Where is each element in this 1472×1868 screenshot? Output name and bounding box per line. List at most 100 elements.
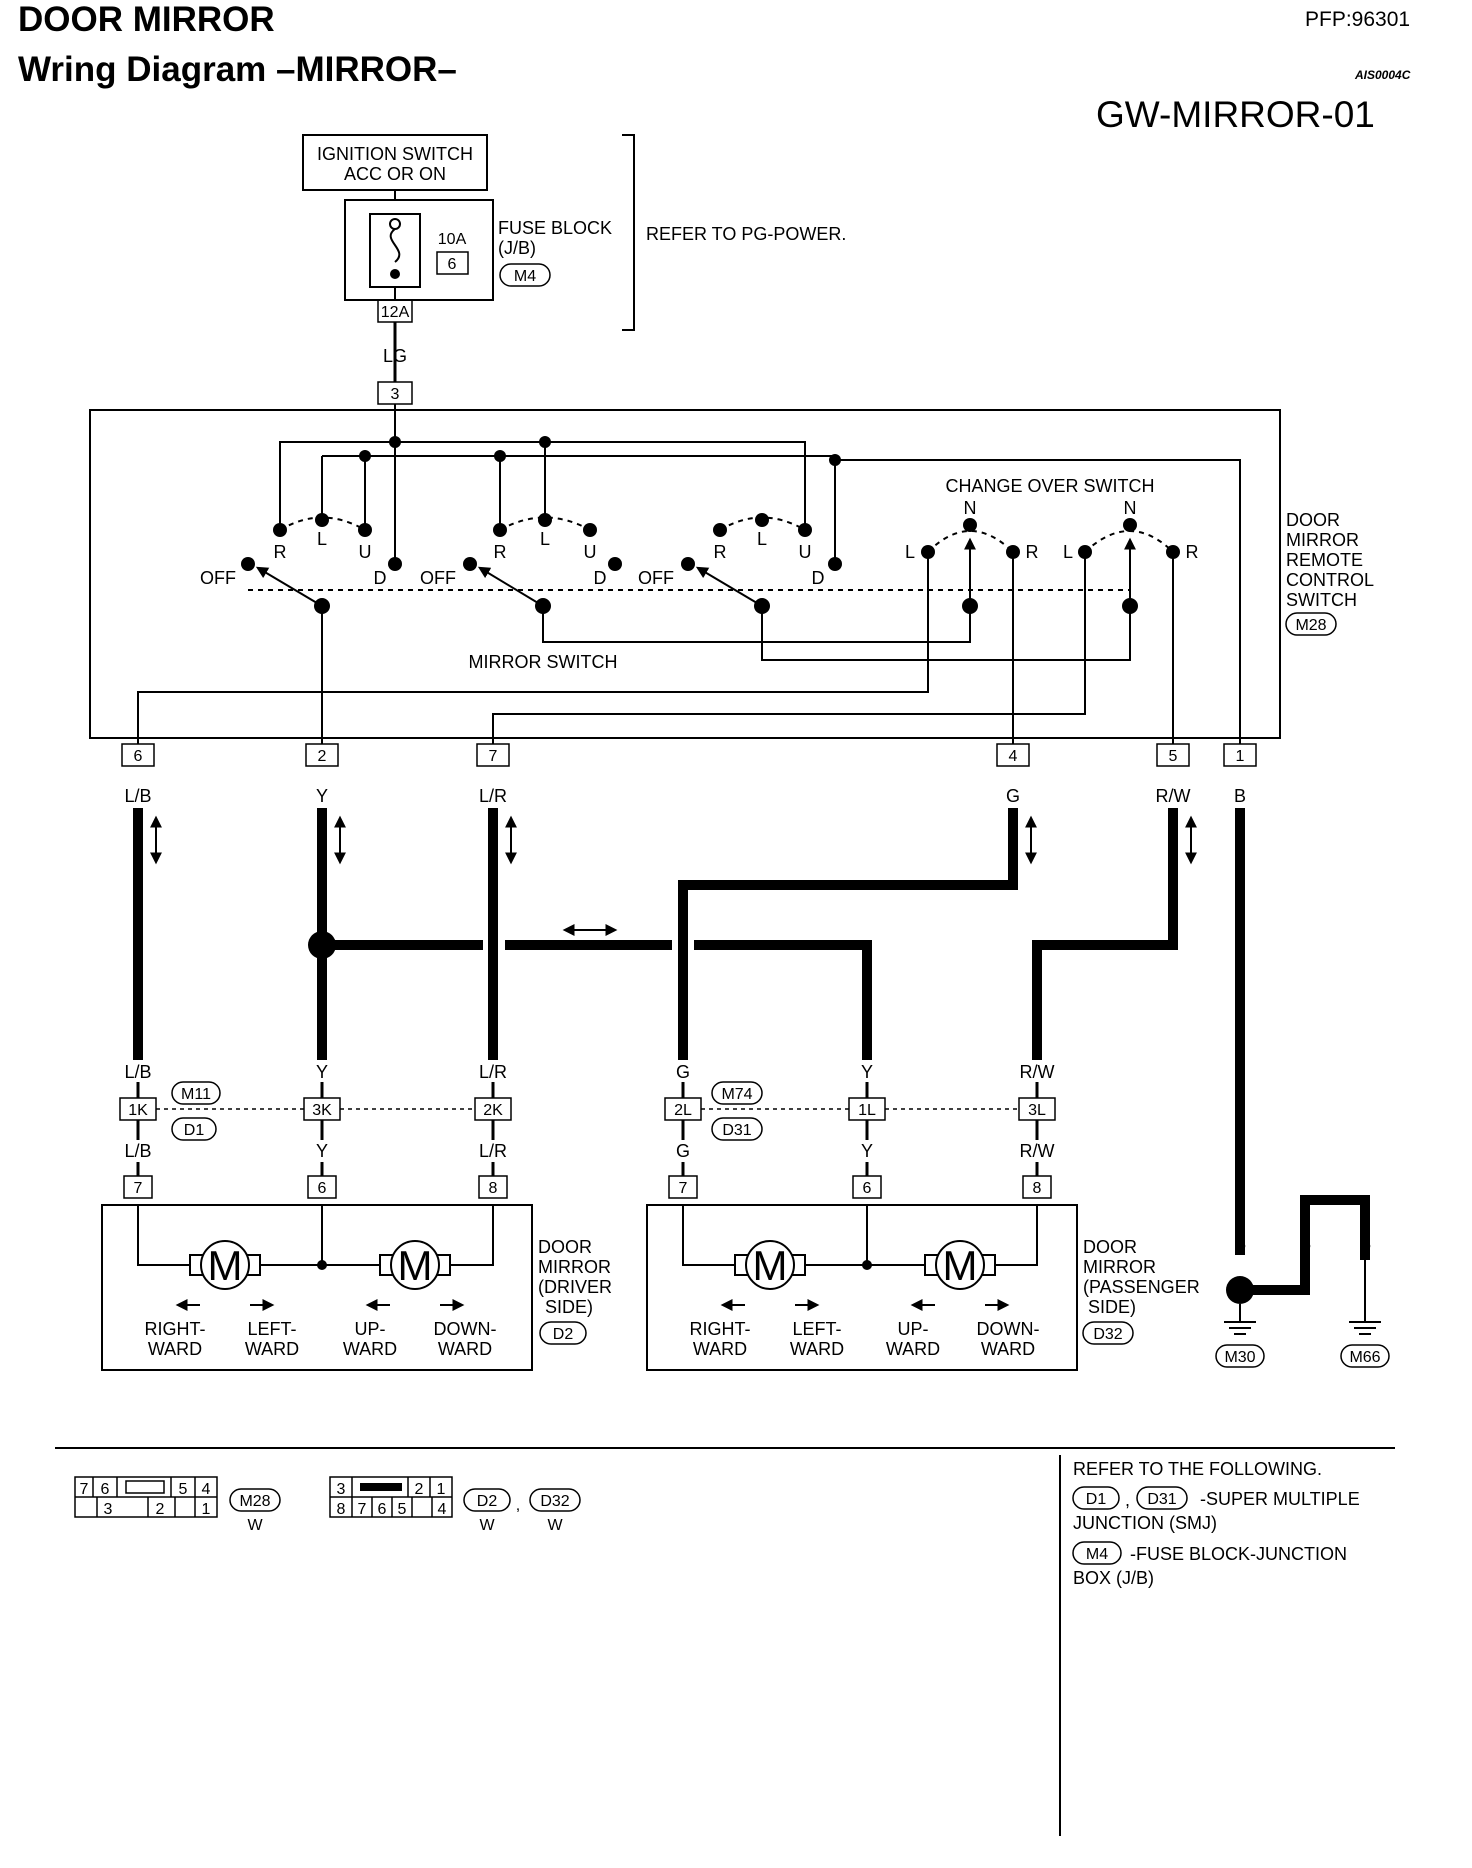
- svg-text:Y: Y: [316, 1062, 328, 1082]
- fuse-block-label-2: (J/B): [498, 238, 536, 258]
- svg-text:D: D: [374, 568, 387, 588]
- svg-text:4: 4: [202, 1481, 211, 1498]
- svg-text:7: 7: [134, 1180, 143, 1197]
- svg-text:7: 7: [80, 1481, 89, 1498]
- svg-text:3: 3: [104, 1501, 113, 1518]
- passenger-mirror-name-4: SIDE): [1088, 1297, 1136, 1317]
- svg-text:L/R: L/R: [479, 1141, 507, 1161]
- svg-text:D: D: [594, 568, 607, 588]
- svg-text:R: R: [714, 542, 727, 562]
- svg-text:Y: Y: [861, 1062, 873, 1082]
- ground-section: B B B M30 M66: [1215, 1195, 1390, 1368]
- svg-text:2: 2: [415, 1481, 424, 1498]
- svg-text:UP-: UP-: [898, 1319, 929, 1339]
- svg-text:3L: 3L: [1028, 1102, 1046, 1119]
- passenger-mirror-box: [646, 1204, 1078, 1371]
- svg-text:,: ,: [1125, 1490, 1130, 1510]
- fuse-amp: 10A: [438, 231, 467, 248]
- driver-mirror-name-3: (DRIVER: [538, 1277, 612, 1297]
- fuse-icon: [389, 228, 401, 263]
- driver-motor-2: [390, 1240, 440, 1290]
- svg-text:WARD: WARD: [790, 1339, 844, 1359]
- svg-text:D: D: [812, 568, 825, 588]
- m28-connector-face: 7 6 5 4 3 2 1 M28 W: [74, 1476, 281, 1534]
- passenger-mirror-connector: D32: [1093, 1326, 1122, 1343]
- wire-labels-mirror: L/B Y L/R G Y R/W: [124, 1141, 1054, 1161]
- svg-text:RIGHT-: RIGHT-: [145, 1319, 206, 1339]
- svg-text:LEFT-: LEFT-: [247, 1319, 296, 1339]
- svg-text:G: G: [1006, 786, 1020, 806]
- svg-text:1K: 1K: [128, 1102, 148, 1119]
- passenger-mirror-name-1: DOOR: [1083, 1237, 1137, 1257]
- conn-m74: M74: [721, 1086, 752, 1103]
- svg-text:RIGHT-: RIGHT-: [690, 1319, 751, 1339]
- driver-motor-1: [200, 1240, 250, 1290]
- svg-text:OFF: OFF: [200, 568, 236, 588]
- svg-text:REFER TO THE FOLLOWING.: REFER TO THE FOLLOWING.: [1073, 1459, 1322, 1479]
- svg-text:M: M: [943, 1242, 978, 1289]
- svg-text:D1: D1: [1086, 1491, 1107, 1508]
- svg-text:2L: 2L: [674, 1102, 692, 1119]
- svg-text:L/R: L/R: [479, 786, 507, 806]
- svg-text:JUNCTION (SMJ): JUNCTION (SMJ): [1073, 1513, 1217, 1533]
- fuse-block: 10A 6: [344, 199, 494, 301]
- driver-mirror-box: [101, 1204, 533, 1371]
- svg-text:6: 6: [134, 748, 143, 765]
- svg-text:M28: M28: [239, 1493, 270, 1510]
- wire-lg-label: LG: [383, 346, 407, 366]
- svg-text:M: M: [208, 1242, 243, 1289]
- svg-text:R/W: R/W: [1156, 786, 1191, 806]
- svg-text:B: B: [1234, 786, 1246, 806]
- svg-text:5: 5: [398, 1501, 407, 1518]
- svg-text:7: 7: [679, 1180, 688, 1197]
- svg-text:6: 6: [863, 1180, 872, 1197]
- driver-mirror-name-4: SIDE): [545, 1297, 593, 1317]
- svg-text:L/B: L/B: [124, 1141, 151, 1161]
- svg-text:W: W: [547, 1517, 563, 1534]
- y-splice: [308, 931, 336, 959]
- svg-text:D32: D32: [540, 1493, 569, 1510]
- svg-text:8: 8: [489, 1180, 498, 1197]
- svg-text:WARD: WARD: [438, 1339, 492, 1359]
- mirror-terminals: 7 6 8 7 6 8: [123, 1175, 1052, 1199]
- svg-text:WARD: WARD: [148, 1339, 202, 1359]
- d2-d32-connector-face: 3 2 1 8 7 6 5 4 D2 , D32 W W: [329, 1476, 581, 1534]
- passenger-direction-labels: RIGHT-WARD LEFT-WARD UP-WARD DOWN-WARD: [690, 1319, 1040, 1359]
- passenger-mirror-name-3: (PASSENGER: [1083, 1277, 1200, 1297]
- remote-switch-connector: M28: [1295, 617, 1326, 634]
- svg-text:R/W: R/W: [1020, 1062, 1055, 1082]
- svg-text:B: B: [1359, 1234, 1372, 1255]
- svg-text:B: B: [1234, 1234, 1247, 1255]
- part-number: PFP:96301: [1305, 8, 1411, 31]
- svg-text:8: 8: [1033, 1180, 1042, 1197]
- remote-switch-name-5: SWITCH: [1286, 590, 1357, 610]
- svg-text:W: W: [247, 1517, 263, 1534]
- svg-text:N: N: [1124, 498, 1137, 518]
- svg-text:DOWN-: DOWN-: [434, 1319, 497, 1339]
- fuse-terminal: 12A: [381, 304, 410, 321]
- page-subtitle: Wring Diagram –MIRROR–: [18, 50, 457, 89]
- remote-switch-name-3: REMOTE: [1286, 550, 1363, 570]
- svg-text:Y: Y: [316, 1141, 328, 1161]
- svg-text:R: R: [1186, 542, 1199, 562]
- svg-text:1: 1: [202, 1501, 211, 1518]
- svg-text:6: 6: [101, 1481, 110, 1498]
- svg-text:M: M: [753, 1242, 788, 1289]
- svg-text:R/W: R/W: [1020, 1141, 1055, 1161]
- svg-text:WARD: WARD: [245, 1339, 299, 1359]
- svg-text:L: L: [757, 529, 767, 549]
- switch-internal-wiring: [137, 404, 1241, 738]
- svg-text:WARD: WARD: [886, 1339, 940, 1359]
- svg-text:L/B: L/B: [124, 786, 151, 806]
- svg-text:OFF: OFF: [638, 568, 674, 588]
- change-over-switch-label: CHANGE OVER SWITCH: [945, 476, 1154, 496]
- svg-text:L/B: L/B: [124, 1062, 151, 1082]
- svg-text:R: R: [494, 542, 507, 562]
- svg-text:8: 8: [337, 1501, 346, 1518]
- svg-text:L: L: [905, 542, 915, 562]
- svg-text:7: 7: [358, 1501, 367, 1518]
- svg-text:L: L: [317, 529, 327, 549]
- svg-text:DOWN-: DOWN-: [977, 1319, 1040, 1339]
- driver-direction-labels: RIGHT-WARD LEFT-WARD UP-WARD DOWN-WARD: [145, 1319, 497, 1359]
- switch-position-labels: R L U D OFF R L U D OFF R L U D OFF L N …: [200, 498, 1199, 588]
